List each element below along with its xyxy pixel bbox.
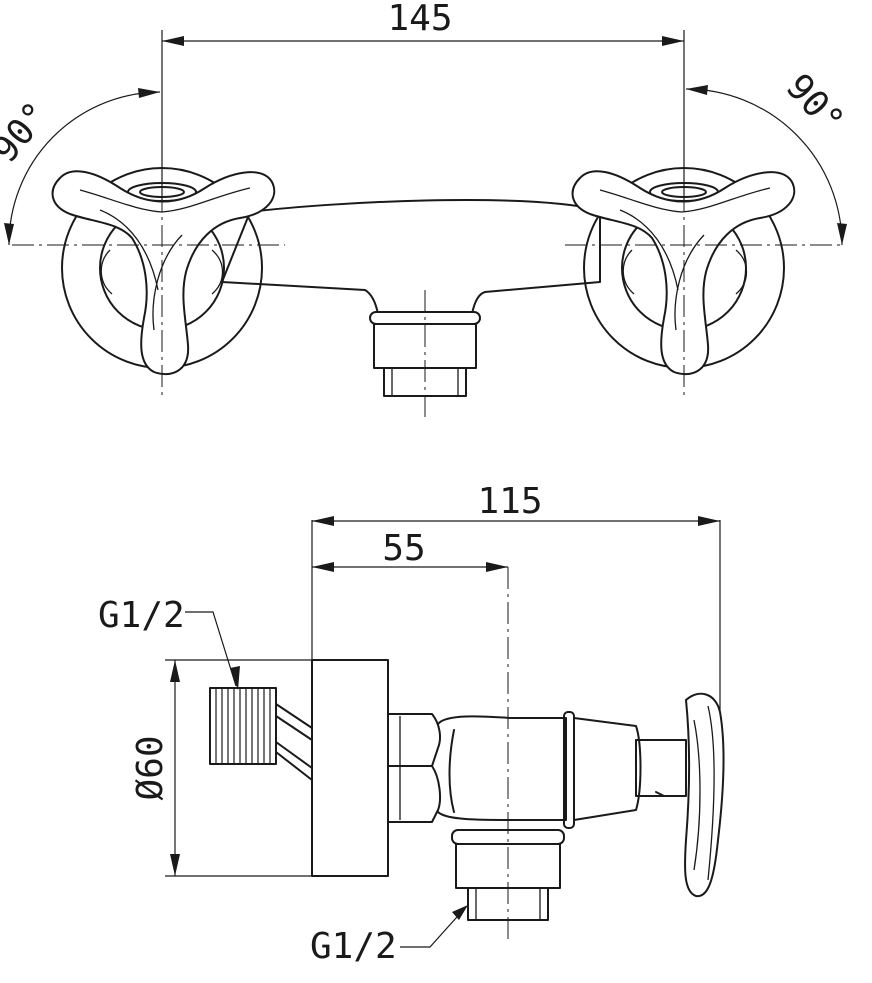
top-view: 145 90° 90° (0, 0, 852, 420)
thread-outlet-callout: G1/2 (310, 905, 468, 967)
angle-right-label: 90° (778, 66, 852, 142)
dimension-diameter-label: Ø60 (130, 735, 171, 800)
dimension-total-depth-label: 115 (477, 481, 542, 522)
hex-nut (387, 713, 441, 823)
inlet-thread (209, 687, 313, 781)
dimension-diameter-60: Ø60 (130, 659, 312, 877)
top-centre-lines (12, 120, 842, 420)
dimension-145: 145 (161, 0, 685, 200)
thread-outlet-label: G1/2 (310, 926, 397, 967)
wall-flange (311, 659, 389, 877)
valve-body-side (437, 711, 687, 829)
thread-inlet-label: G1/2 (98, 595, 185, 636)
angle-left-label: 90° (0, 95, 58, 171)
outlet-side (451, 829, 565, 921)
side-view: 115 55 Ø60 G1/2 (98, 481, 725, 967)
left-valve-handle (51, 167, 276, 376)
dimension-115: 115 (311, 481, 721, 740)
thread-inlet-callout: G1/2 (98, 595, 240, 690)
side-handle (684, 692, 725, 898)
dimension-top-width-label: 145 (387, 0, 452, 39)
mixer-body-outline (221, 199, 601, 315)
dimension-55: 55 (312, 528, 508, 572)
dimension-outlet-depth-label: 55 (382, 528, 425, 569)
